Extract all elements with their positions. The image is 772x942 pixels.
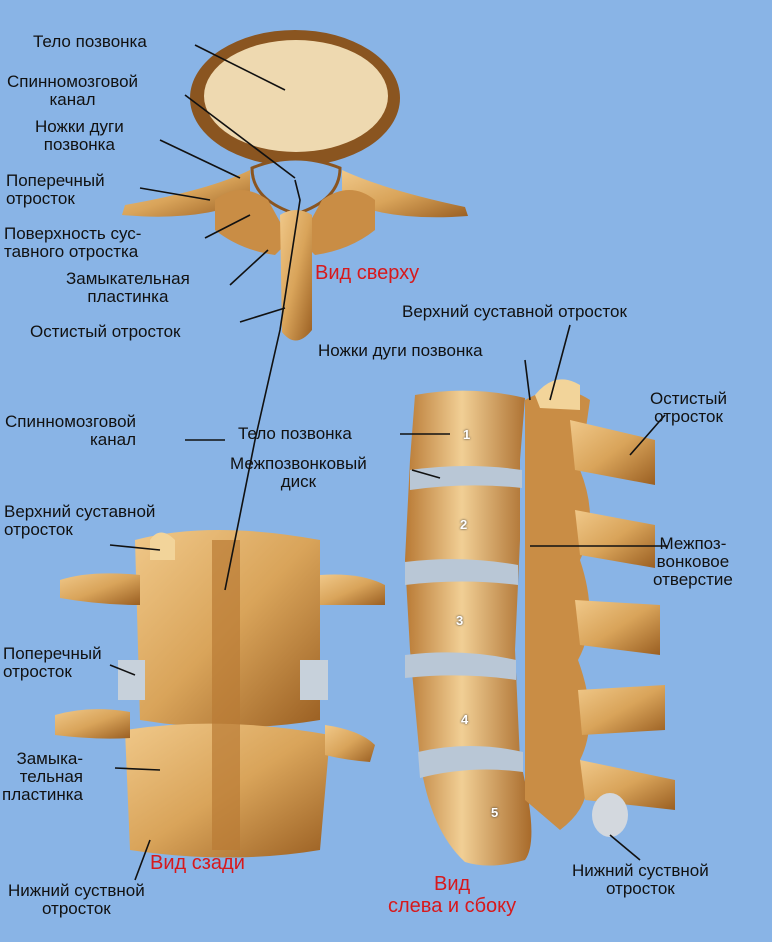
leader-back-inferior [134,839,151,881]
title-top-view: Вид сверху [315,262,420,284]
leader-side-disc [411,469,441,479]
side-view-spine [405,379,675,866]
label-side-vertebral-body: Тело позвонка [238,424,352,443]
leader-top-transverse [139,187,211,201]
spinous-back [212,540,240,850]
label-top-spinous-process: Остистый отросток [30,322,181,341]
label-side-disc: Межпозвонковый диск [230,454,367,491]
side-spinous-3 [575,600,660,655]
label-top-spinal-canal: Спинномозговой канал [7,72,139,109]
transverse-right-lower [325,725,375,762]
side-disc-4 [418,746,523,778]
leader-side-superior [549,324,571,401]
label-side-foramen: Межпоз- вонковое отверстие [653,534,733,589]
vertebra-number-4: 4 [461,712,469,727]
leader-top-canal [184,94,296,179]
side-disc-3 [405,652,516,680]
label-back-transverse-process: Поперечный отросток [3,644,102,681]
leader-side-inferior [609,834,641,861]
side-posterior-arches [525,390,590,830]
top-view-vertebra [122,30,468,341]
vertebra-number-1: 1 [463,427,471,442]
label-top-transverse-process: Поперечный отросток [6,171,105,208]
leader-back-lamina [114,767,161,771]
leader-top-body [194,44,286,91]
title-back-view: Вид сзади [150,852,245,874]
side-disc-2 [405,559,518,585]
spinous-process-top [280,210,312,341]
side-spinous-2 [575,510,655,568]
lamina-left-top [215,190,290,255]
label-side-superior-articular: Верхний суставной отросток [402,302,627,321]
side-spinous-4 [578,685,665,735]
title-side-view: Вид слева и сбоку [388,873,517,917]
leader-canal-link [224,179,301,591]
side-spinous-1 [570,420,655,485]
superior-articular-back [150,532,175,560]
label-top-pedicles: Ножки дуги позвонка [35,117,124,154]
disc-back-right [300,660,328,700]
label-back-lamina: Замыка- тельная пластинка [2,749,84,804]
leader-side-pedicles [524,359,531,401]
vertebra-number-3: 3 [456,613,464,628]
side-spinous-5 [580,760,675,810]
leader-back-superior [109,544,161,551]
leader-side-spinous [629,414,666,456]
disc-back-left [118,660,145,700]
transverse-right-upper [320,574,385,605]
side-superior-articular [535,379,580,410]
side-inferior-articular [592,793,628,837]
label-top-articular-surface: Поверхность сус- тавного отростка [4,224,142,261]
label-side-inferior-articular: Нижний суствной отросток [572,861,709,898]
leader-top-lamina [229,249,269,286]
vertebra-number-5: 5 [491,805,499,820]
leader-lines [109,44,668,881]
label-top-lamina: Замыкательная пластинка [66,269,190,306]
leader-top-pedicles [159,139,241,179]
side-vertebral-bodies [405,390,532,866]
label-back-spinal-canal: Спинномозговой канал [5,412,137,449]
label-side-pedicles: Ножки дуги позвонка [318,341,483,360]
lamina-right-top [300,190,375,255]
leader-top-surface [204,214,251,239]
label-back-inferior-articular: Нижний суствной отросток [8,881,145,918]
vertebra-number-2: 2 [460,517,468,532]
transverse-left-upper [60,573,140,605]
label-back-superior-articular: Верхний суставной отросток [4,502,156,539]
label-top-vertebral-body: Тело позвонка [33,32,147,51]
side-disc-1 [410,466,522,490]
leader-top-spinous [239,307,286,323]
label-side-spinous-process: Остистый отросток [650,389,728,426]
transverse-left-lower [55,709,130,739]
back-view-vertebrae [55,530,385,858]
vertebral-body-spongy [204,40,388,152]
leader-back-transverse [109,664,136,676]
